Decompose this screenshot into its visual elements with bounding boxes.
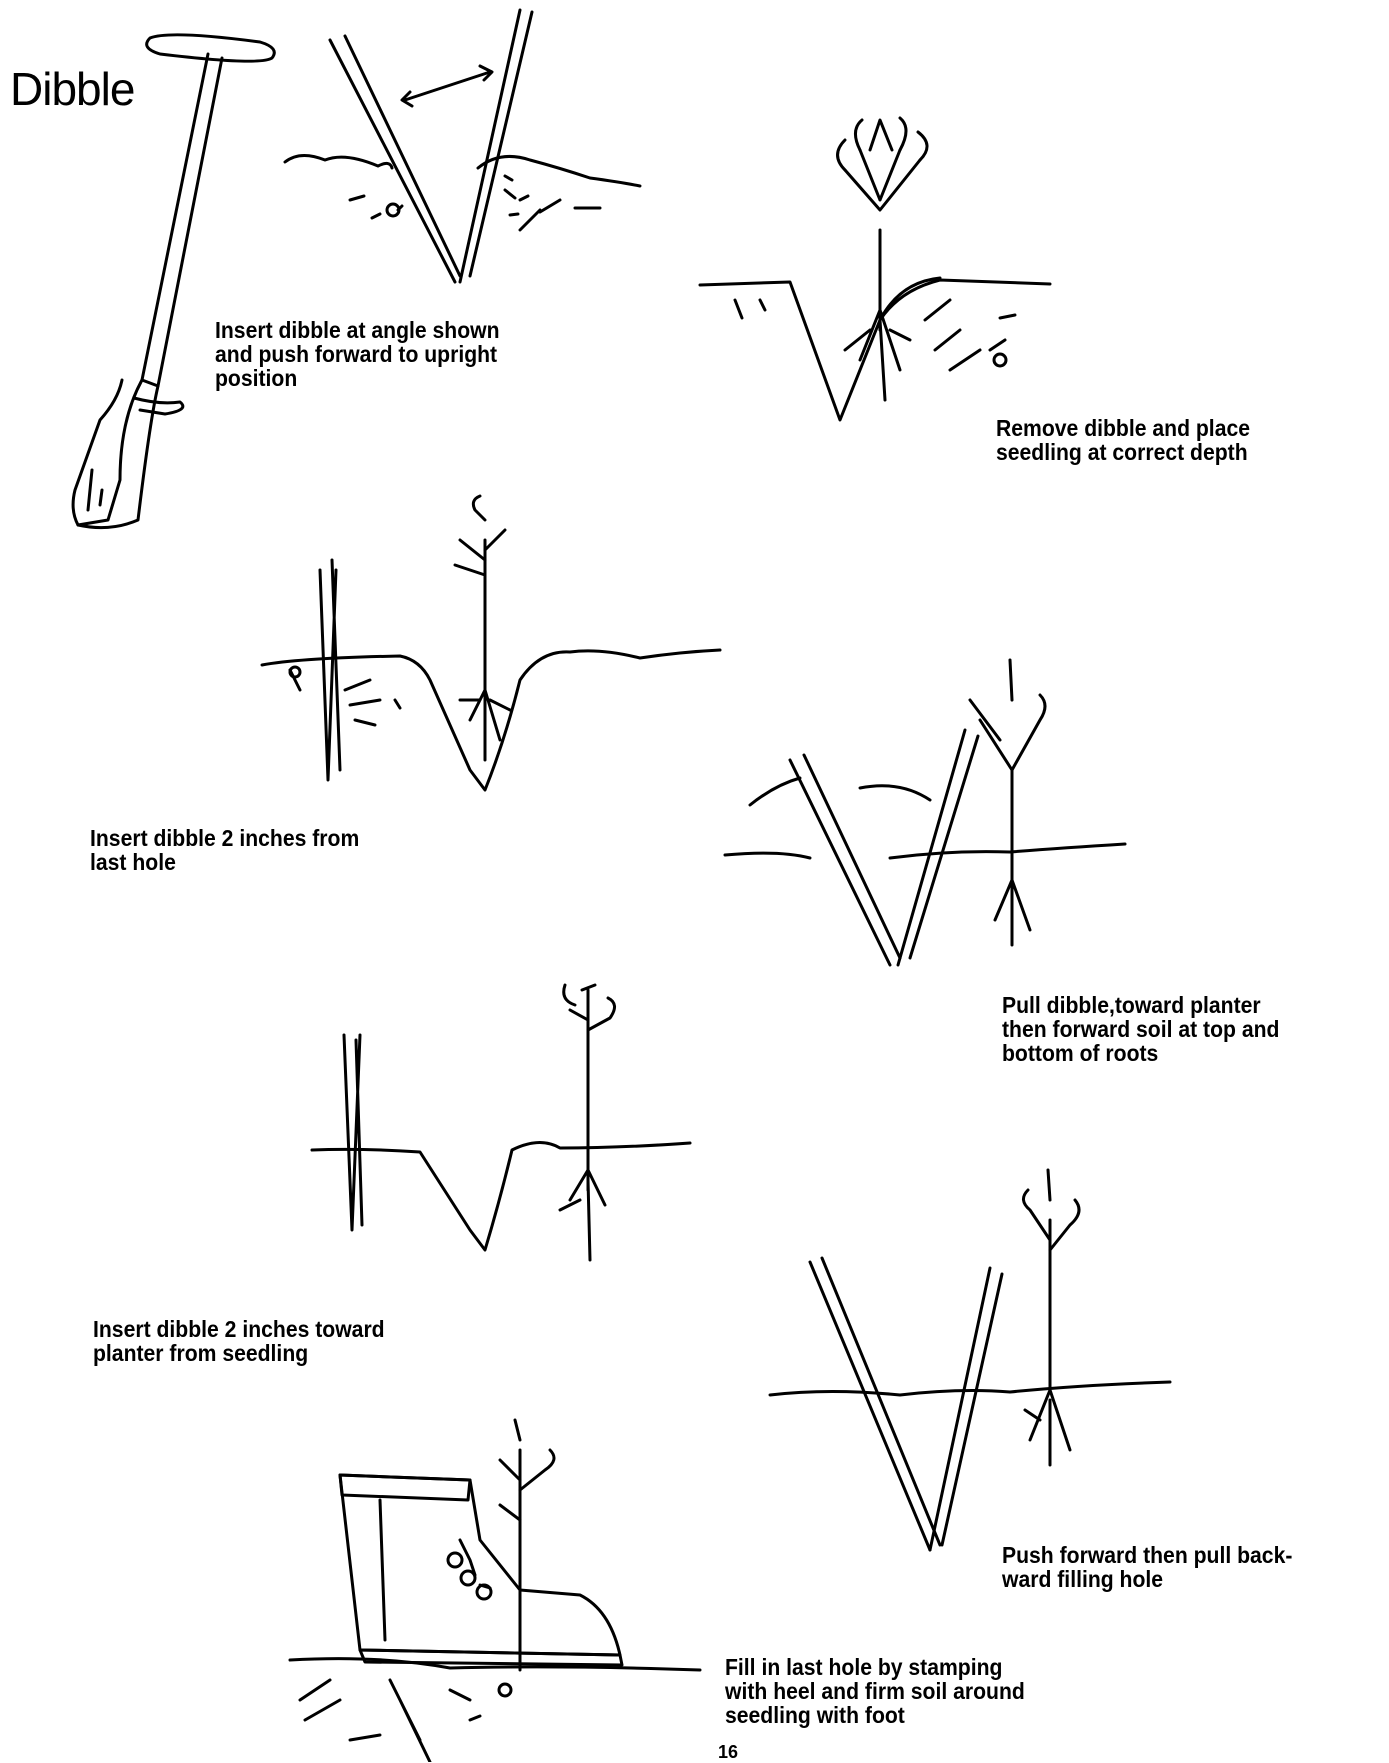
step2-drawing: [700, 118, 1050, 420]
step4-drawing: [725, 660, 1125, 965]
step2-caption: Remove dibble and place seedling at corr…: [996, 416, 1250, 464]
step6-caption: Push forward then pull back- ward fillin…: [1002, 1543, 1292, 1591]
page-number: 16: [718, 1742, 738, 1763]
step3-caption: Insert dibble 2 inches from last hole: [90, 826, 359, 874]
step7-boot-drawing: [290, 1420, 700, 1762]
step4-caption: Pull dibble,toward planter then forward …: [1002, 993, 1279, 1065]
step6-drawing: [770, 1170, 1170, 1550]
step1-drawing: [285, 10, 640, 282]
step5-caption: Insert dibble 2 inches toward planter fr…: [93, 1317, 385, 1365]
step5-drawing: [312, 985, 690, 1260]
dibble-tool-drawing: [73, 35, 274, 528]
step7-caption: Fill in last hole by stamping with heel …: [725, 1655, 1025, 1727]
step3-drawing: [262, 496, 720, 790]
step1-caption: Insert dibble at angle shown and push fo…: [215, 318, 500, 390]
